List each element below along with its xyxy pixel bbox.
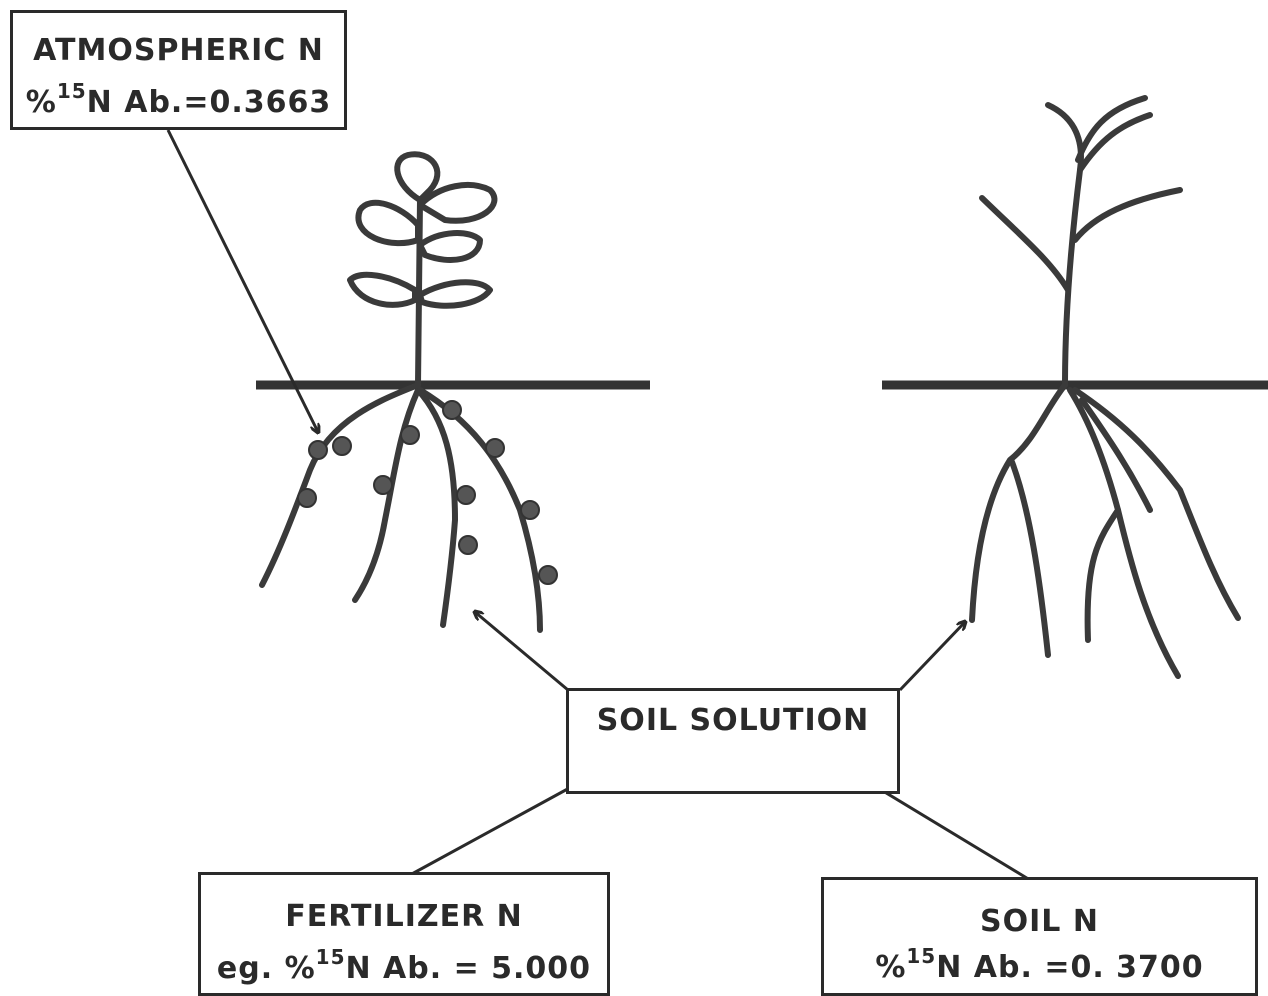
- fertilizer-n-abundance: eg. %15N Ab. = 5.000: [201, 951, 607, 986]
- soil-n-title: SOIL N: [824, 904, 1255, 939]
- soil-solution-title: SOIL SOLUTION: [569, 703, 897, 738]
- atmospheric-n-box: ATMOSPHERIC N %15N Ab.=0.3663: [10, 10, 347, 130]
- legume-plant: [262, 154, 540, 630]
- soil-solution-box: SOIL SOLUTION: [566, 688, 900, 794]
- arrow-atmospheric-to-nodules: [168, 130, 318, 432]
- arrow-solution-to-grass: [900, 622, 965, 690]
- soil-n-box: SOIL N %15N Ab. =0. 3700: [821, 877, 1258, 996]
- fertilizer-n-box: FERTILIZER N eg. %15N Ab. = 5.000: [198, 872, 610, 996]
- arrow-solution-to-legume: [475, 612, 568, 690]
- atmospheric-n-title: ATMOSPHERIC N: [13, 33, 344, 68]
- soil-n-abundance: %15N Ab. =0. 3700: [824, 950, 1255, 985]
- atmospheric-n-abundance: %15N Ab.=0.3663: [13, 85, 344, 120]
- fertilizer-n-title: FERTILIZER N: [201, 899, 607, 934]
